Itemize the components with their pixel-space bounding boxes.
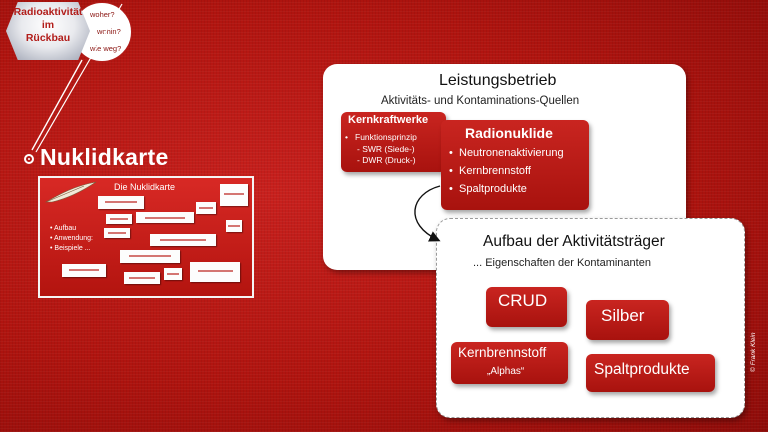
radionuklide-box[interactable]: Radionuklide Neutronenaktivierung Kernbr… [441,120,589,210]
connector-lines [31,3,123,153]
tile-crud-label: CRUD [498,291,548,310]
thumbnail-card [220,184,248,206]
thumbnail-card [104,228,130,238]
thumbnail-card [136,212,194,223]
tile-kernbrennstoff-sub: „Alphas“ [487,366,525,377]
thumbnail-card [164,268,182,280]
tile-kernbrennstoff-label: Kernbrennstoff [458,345,547,360]
nav-badge[interactable]: Radioaktivität im Rückbau woher? wohin? … [0,0,140,70]
nav-item-woher[interactable]: woher? [90,10,115,19]
thumbnail-card [226,220,242,232]
kernkraftwerke-box[interactable]: Kernkraftwerke Funktionsprinzip - SWR (S… [341,112,446,172]
radionuklide-item: Spaltprodukte [449,183,527,195]
kernkraftwerke-title: Kernkraftwerke [348,114,429,126]
thumbnail-card [120,250,180,263]
kernkraftwerke-line: - DWR (Druck-) [357,155,416,165]
topic-title[interactable]: Nuklidkarte [40,144,169,170]
topic-bullet-icon [24,154,34,164]
thumbnail-list: • Aufbau • Anwendung: • Beispiele ... [50,224,93,254]
nuklidkarte-thumbnail[interactable]: Die Nuklidkarte • Aufbau • Anwendung: • … [38,176,254,298]
radionuklide-item: Neutronenaktivierung [449,147,564,159]
tile-kernbrennstoff[interactable]: Kernbrennstoff „Alphas“ [451,342,568,384]
thumbnail-card [106,214,132,224]
kernkraftwerke-line: Funktionsprinzip [345,132,417,142]
kernkraftwerke-line: - SWR (Siede-) [357,144,415,154]
thumbnail-card [124,272,160,284]
tile-silber[interactable]: Silber [586,300,669,340]
panel-aktivitaetstraeger-subtitle: ... Eigenschaften der Kontaminanten [473,257,651,269]
feather-icon [44,181,97,203]
nav-title: Radioaktivität im Rückbau [10,6,86,45]
thumbnail-list-item: • Anwendung: [50,235,93,242]
thumbnail-card [190,262,240,282]
tile-spaltprodukte[interactable]: Spaltprodukte [586,354,715,392]
tile-silber-label: Silber [601,306,645,325]
radionuklide-title: Radionuklide [465,125,553,141]
copyright-notice: © Frank Klein [750,332,757,372]
curved-arrow-icon [414,185,441,242]
nav-hexagon [6,2,90,60]
thumbnail-card [62,264,106,277]
panel-leistungsbetrieb-title: Leistungsbetrieb [439,72,557,89]
nav-title-line2: im [41,19,55,31]
thumbnail-title: Die Nuklidkarte [114,182,176,192]
thumbnail-card [98,196,144,209]
radionuklide-item: Kernbrennstoff [449,165,531,177]
thumbnail-list-item: • Aufbau [50,225,77,232]
panel-leistungsbetrieb-subtitle: Aktivitäts- und Kontaminations-Quellen [381,95,580,107]
nav-title-line1: Radioaktivität [13,6,83,18]
thumbnail-card [150,234,216,246]
tile-spaltprodukte-label: Spaltprodukte [594,361,690,378]
nav-title-line3: Rückbau [25,32,71,44]
panel-aktivitaetstraeger-title: Aufbau der Aktivitätsträger [483,233,665,250]
nav-item-wie-weg[interactable]: wie weg? [90,44,122,53]
nav-item-wohin[interactable]: wohin? [97,27,121,36]
thumbnail-card [196,202,216,214]
thumbnail-list-item: • Beispiele ... [50,245,91,252]
tile-crud[interactable]: CRUD [486,287,567,327]
